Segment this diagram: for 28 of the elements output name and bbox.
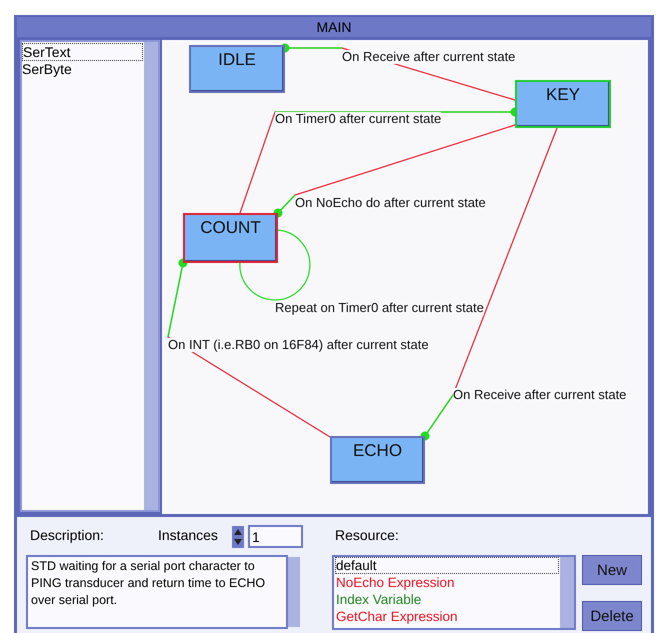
- list-item: SerText: [22, 43, 143, 61]
- state-name: KEY: [546, 85, 580, 104]
- edge-label: On Receive after current state: [342, 50, 516, 64]
- list-item: SerByte: [22, 61, 72, 77]
- list-item: GetChar Expression: [336, 609, 458, 624]
- delete-button: Delete: [582, 601, 642, 631]
- state-box: [183, 213, 278, 263]
- state-box: [189, 45, 285, 93]
- state-name: IDLE: [218, 50, 256, 69]
- input-field: 1: [248, 525, 303, 548]
- edge-label: On INT (i.e.RB0 on 16F84) after current state: [168, 338, 429, 352]
- description-text: STD waiting for a serial port character to PING transducer and return time to ECHO over serial port.: [26, 555, 288, 629]
- window-title: MAIN: [316, 19, 352, 35]
- edge-label: Repeat on Timer0 after current state: [275, 301, 484, 315]
- new-button: New: [582, 555, 642, 585]
- state-name: COUNT: [200, 218, 261, 237]
- field-label: Description:: [30, 527, 104, 543]
- field-label: Instances: [158, 527, 218, 543]
- edge-label: On NoEcho do after current state: [295, 196, 486, 210]
- edge-label: On Receive after current state: [453, 388, 626, 402]
- list-item: NoEcho Expression: [336, 575, 455, 590]
- edge-label: On Timer0 after current state: [275, 112, 442, 126]
- state-box: [515, 80, 611, 128]
- state-box: [330, 436, 425, 484]
- state-name: ECHO: [352, 441, 402, 460]
- list-item: Index Variable: [336, 592, 422, 607]
- list-item: default: [335, 557, 559, 574]
- field-label: Resource:: [335, 527, 399, 543]
